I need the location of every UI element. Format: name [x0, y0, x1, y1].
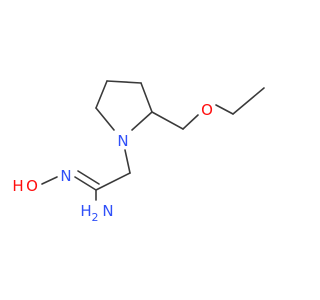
ring-nitrogen-label: N — [117, 132, 128, 150]
hydroxyl-oxygen-label: O — [26, 177, 38, 195]
oxime-nitrogen-label: N — [60, 167, 71, 185]
bond-c2-ch2 — [151, 111, 184, 130]
amine-hydrogen-label: H — [80, 202, 91, 220]
bond-ch2-o — [182, 114, 199, 130]
bond-ethyl-ch3 — [232, 87, 265, 115]
bond-c3-c4 — [106, 80, 142, 84]
ether-oxygen-label: O — [201, 101, 213, 119]
bond-n-o — [41, 176, 58, 185]
bond-c2-c3 — [140, 82, 153, 113]
bond-c5-n1 — [95, 107, 115, 131]
amine-nitrogen-label: N — [102, 202, 113, 220]
bond-c4-c5 — [95, 80, 108, 109]
bond-cn-double-b — [77, 170, 100, 185]
bond-cn-double-a — [74, 176, 97, 191]
bond-ch2-amidine-c — [95, 172, 131, 191]
amine-subscript-label: 2 — [92, 211, 99, 224]
hydroxyl-hydrogen-label: H — [12, 177, 23, 195]
bond-o-ch2-ethyl — [215, 104, 234, 115]
bond-n1-c2 — [131, 111, 153, 131]
bond-n1-ch2 — [124, 149, 131, 174]
molecule-structure: N O H O N H 2 N — [12, 80, 265, 224]
